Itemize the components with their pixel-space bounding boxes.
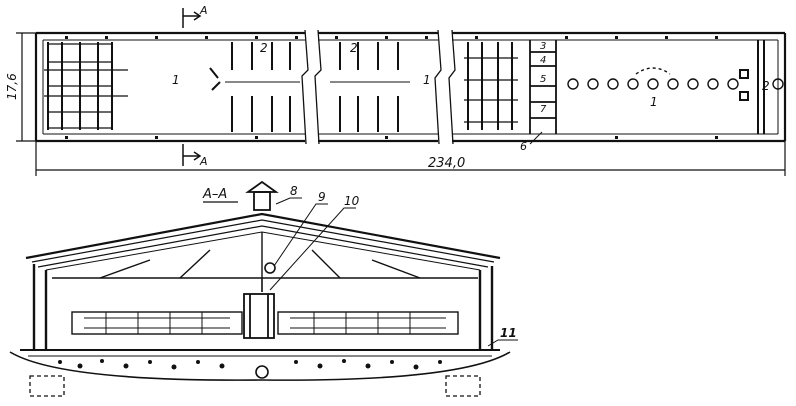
- length-dim-label: 234,0: [428, 156, 465, 171]
- drain-channel: [255, 365, 269, 379]
- zone-label-6: 2: [762, 79, 770, 93]
- room-label-7: 7: [540, 104, 547, 115]
- plan-outer-walls: [34, 31, 787, 143]
- zone-label-4: 1: [423, 73, 431, 87]
- section-floor: [20, 349, 500, 357]
- plan-end-wall: [739, 40, 765, 134]
- feeder-rail: [261, 262, 276, 292]
- length-dimension: [35, 141, 786, 176]
- ridge-vent: [245, 180, 279, 211]
- section-title: A–A: [202, 187, 227, 202]
- central-conveyor: [243, 293, 275, 339]
- plan-wall-posts: [65, 36, 718, 139]
- section-cage-rows: [71, 311, 459, 335]
- section-walls: [32, 264, 494, 350]
- callout-9: 9: [318, 190, 326, 204]
- room-label-3: 3: [540, 41, 546, 52]
- zone-label-2: 2: [260, 41, 268, 55]
- plan-cage-rows-left: [44, 42, 128, 130]
- section-roof: [25, 212, 501, 271]
- plan-view: A A 17,6 234,0 1 2 2 1 1 2 3 4 5 7 6: [5, 4, 787, 176]
- callout-6-leader: [529, 131, 543, 145]
- zone-label-5: 1: [650, 95, 658, 109]
- callout-10: 10: [344, 194, 360, 208]
- section-line-a: [182, 8, 202, 166]
- footings: [29, 375, 481, 397]
- ground-line: [9, 351, 511, 381]
- height-dimension: [16, 32, 36, 142]
- gravel-fill: [58, 359, 442, 370]
- height-dim-label: 17,6: [5, 73, 19, 100]
- plan-pen-dividers: [209, 42, 410, 132]
- zone-label-1: 1: [172, 73, 180, 87]
- room-label-5: 5: [540, 74, 546, 85]
- plan-break-lines: [301, 29, 456, 145]
- plan-cage-rows-right: [464, 42, 518, 130]
- section-callout-leaders: [269, 197, 518, 347]
- callout-8: 8: [290, 184, 298, 198]
- plan-service-rooms: [529, 40, 557, 134]
- section-view: A–A: [9, 180, 518, 397]
- section-marker-bottom: A: [199, 155, 208, 168]
- room-label-4: 4: [540, 55, 546, 66]
- plan-ventilation-fans: [567, 67, 784, 90]
- callout-11: 11: [500, 326, 517, 340]
- callout-6: 6: [520, 140, 527, 153]
- roof-trusses: [52, 232, 478, 279]
- section-marker-top: A: [199, 4, 208, 17]
- zone-label-3: 2: [350, 41, 358, 55]
